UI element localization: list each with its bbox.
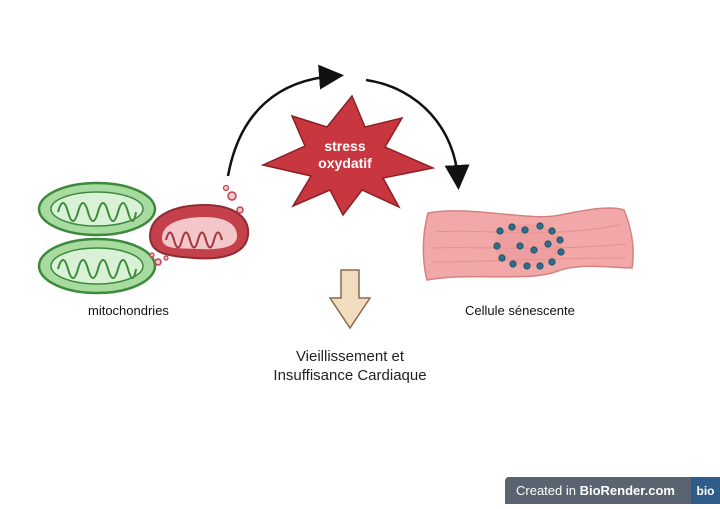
mitochondria-label: mitochondries [88, 303, 169, 318]
senescent-cell [422, 207, 634, 281]
senescence-foci [493, 222, 565, 270]
stress-label-line1: stress [324, 138, 366, 154]
damaged-mitochondrion [148, 184, 250, 266]
biorender-logo-icon: bio [691, 477, 720, 504]
healthy-mitochondrion-top [37, 181, 157, 237]
badge-prefix: Created in [516, 483, 580, 498]
senescent-cell-label: Cellule sénescente [465, 303, 575, 318]
outcome-label: Vieillissement et Insuffisance Cardiaque [250, 347, 450, 385]
stress-label-line2: oxydatif [318, 155, 372, 171]
curved-arrow-right [365, 78, 470, 190]
badge-text: Created in BioRender.com [505, 483, 675, 498]
stress-label: stress oxydatif [305, 138, 385, 172]
curved-arrow-left [226, 64, 344, 177]
biorender-badge[interactable]: Created in BioRender.com bio [505, 477, 720, 504]
healthy-mitochondrion-bottom [37, 237, 157, 295]
outcome-label-line1: Vieillissement et [295, 348, 405, 365]
outcome-label-line2: Insuffisance Cardiaque [273, 367, 427, 384]
down-arrow [328, 269, 372, 330]
badge-brand: BioRender.com [579, 483, 675, 498]
stress-starburst [260, 94, 436, 217]
